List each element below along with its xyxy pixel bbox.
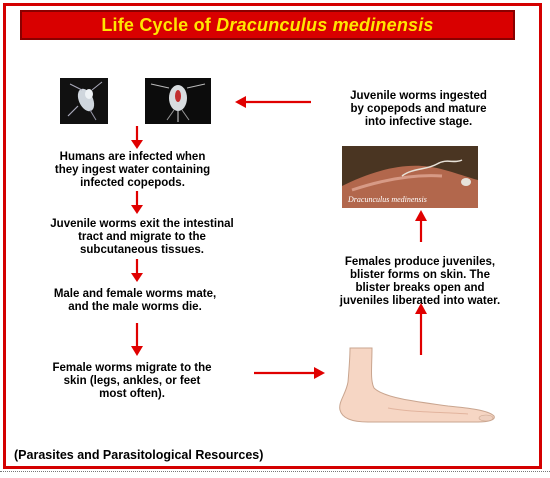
arrow-left-to-copepods: [235, 96, 311, 108]
step-copepods-ingest: Juvenile worms ingested by copepods and …: [350, 90, 487, 128]
arrow-right-to-foot: [254, 367, 325, 379]
arrow-up-to-photo: [415, 210, 427, 242]
step-juveniles-migrate: Juvenile worms exit the intestinal tract…: [50, 218, 234, 256]
arrow-down-1: [131, 126, 143, 149]
title-species: Dracunculus medinensis: [216, 14, 434, 35]
bottom-divider: [0, 471, 550, 474]
title-banner: Life Cycle of Dracunculus medinensis: [20, 10, 515, 40]
step-worms-mate: Male and female worms mate, and the male…: [53, 288, 217, 313]
title-prefix: Life Cycle of: [101, 14, 217, 35]
photo-caption: Dracunculus medinensis: [348, 195, 427, 204]
arrow-down-3: [131, 259, 143, 282]
source-credit: (Parasites and Parasitological Resources…: [14, 448, 264, 462]
copepod-image-1: [60, 78, 108, 124]
step-female-migrate: Female worms migrate to the skin (legs, …: [52, 362, 212, 400]
foot-worm-photo: Dracunculus medinensis: [342, 146, 478, 208]
copepod-image-2: [145, 78, 211, 124]
arrow-up-from-foot: [415, 303, 427, 355]
arrow-down-4: [131, 323, 143, 356]
step-females-produce-juveniles: Females produce juveniles, blister forms…: [339, 256, 501, 307]
arrow-down-2: [131, 191, 143, 214]
step-humans-infected: Humans are infected when they ingest wat…: [54, 151, 211, 189]
diagram-title: Life Cycle of Dracunculus medinensis: [101, 15, 433, 36]
foot-drawing: [328, 346, 498, 426]
